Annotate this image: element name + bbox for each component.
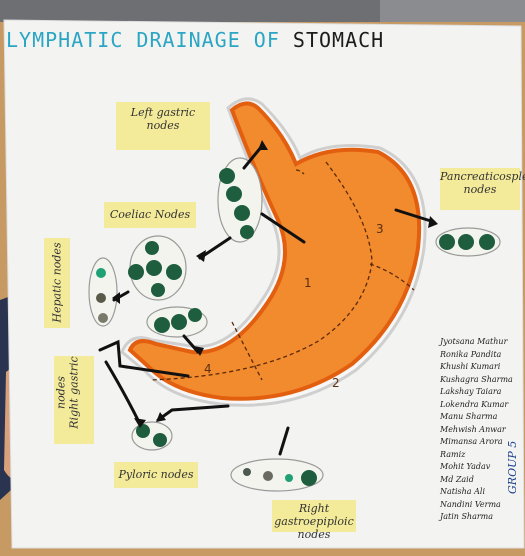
page-title: LYMPHATIC DRAINAGE OF STOMACH <box>6 28 384 52</box>
member-name: Ramiz <box>440 449 504 462</box>
member-name: Mehwish Anwar <box>440 424 504 437</box>
region-number-2: 2 <box>332 376 340 390</box>
member-name: Md Zaid <box>440 474 504 487</box>
label-pancreaticosplenic-nodes: Pancreaticosplen nodes <box>440 168 520 210</box>
member-name: Lakshay Taiara <box>440 386 504 399</box>
label-right-gastric-nodes: Right gastric nodes <box>54 356 94 444</box>
member-name: Jatin Sharma <box>440 511 504 524</box>
member-name: Ronika Pandita <box>440 349 504 362</box>
label-pyloric-nodes: Pyloric nodes <box>114 462 198 488</box>
label-right-gastroepiploic-nodes: Right gastroepiploic nodes <box>272 500 356 532</box>
group-label: GROUP 5 <box>506 441 519 494</box>
label-left-gastric-nodes: Left gastric nodes <box>116 102 210 150</box>
member-name: Lokendra Kumar <box>440 399 504 412</box>
region-number-4: 4 <box>204 362 212 376</box>
group-member-list: Jyotsana Mathur Ronika Pandita Khushi Ku… <box>440 336 504 524</box>
label-hepatic-nodes: Hepatic nodes <box>44 238 70 328</box>
region-number-3: 3 <box>376 222 384 236</box>
member-name: Nandini Verma <box>440 499 504 512</box>
member-name: Manu Sharma <box>440 411 504 424</box>
member-name: Kushagra Sharma <box>440 374 504 387</box>
member-name: Jyotsana Mathur <box>440 336 504 349</box>
label-coeliac-nodes: Coeliac Nodes <box>104 202 196 228</box>
member-name: Natisha Ali <box>440 486 504 499</box>
region-number-1: 1 <box>304 276 312 290</box>
member-name: Mimansa Arora <box>440 436 504 449</box>
member-name: Khushi Kumari <box>440 361 504 374</box>
member-name: Mohit Yadav <box>440 461 504 474</box>
